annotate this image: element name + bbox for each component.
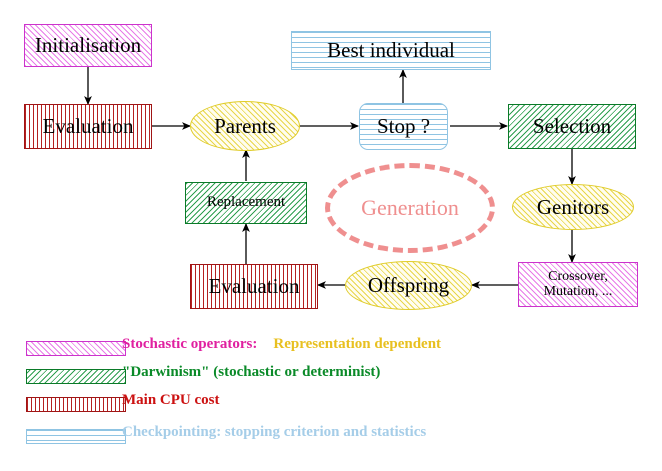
node-crossover-line1: Crossover,	[548, 268, 608, 284]
node-generation-group: Generation	[325, 163, 495, 253]
node-selection[interactable]: Selection	[508, 104, 636, 149]
node-evaluation-bottom-label: Evaluation	[208, 274, 300, 299]
legend-label-darwinism: "Darwinism" (stochastic or determinist)	[122, 364, 381, 380]
legend-row-darwinism: "Darwinism" (stochastic or determinist)	[0, 364, 662, 392]
legend-row-cpu-cost: Main CPU cost	[0, 392, 662, 420]
legend: Stochastic operators: Representation depe…	[0, 336, 662, 448]
legend-swatch-blue-horizontal-hatch-icon	[26, 429, 126, 444]
legend-label-stochastic-secondary: Representation dependent	[273, 336, 442, 352]
legend-swatch-green-diagonal-hatch-icon	[26, 369, 126, 384]
node-offspring[interactable]: Offspring	[345, 261, 472, 310]
node-stop-label: Stop ?	[376, 114, 431, 139]
legend-label-cpu-cost: Main CPU cost	[122, 392, 220, 408]
node-evaluation-bottom[interactable]: Evaluation	[190, 264, 318, 309]
node-parents-label: Parents	[214, 113, 276, 138]
legend-row-stochastic: Stochastic operators: Representation depe…	[0, 336, 662, 364]
node-initialisation-label: Initialisation	[34, 33, 142, 58]
node-genitors-label: Genitors	[536, 194, 610, 219]
node-initialisation[interactable]: Initialisation	[24, 24, 152, 67]
node-parents[interactable]: Parents	[190, 101, 300, 151]
legend-swatch-red-vertical-hatch-icon	[26, 397, 126, 412]
node-genitors[interactable]: Genitors	[512, 184, 634, 230]
legend-label-stochastic-primary: Stochastic operators:	[122, 336, 258, 352]
node-crossover-line2: Mutation, ...	[543, 283, 613, 299]
node-selection-label: Selection	[532, 114, 612, 139]
node-evaluation-top[interactable]: Evaluation	[24, 104, 152, 149]
node-offspring-label: Offspring	[367, 273, 450, 298]
node-replacement-label: Replacement	[206, 194, 286, 211]
legend-label-checkpointing: Checkpointing: stopping criterion and st…	[122, 424, 427, 440]
legend-swatch-magenta-diagonal-hatch-icon	[26, 341, 126, 356]
node-evaluation-top-label: Evaluation	[42, 114, 134, 139]
node-crossover-mutation[interactable]: Crossover, Mutation, ...	[518, 262, 638, 307]
legend-label-stochastic: Stochastic operators: Representation depe…	[122, 336, 441, 353]
node-generation-label: Generation	[361, 195, 459, 220]
node-replacement[interactable]: Replacement	[185, 182, 307, 224]
legend-row-checkpointing: Checkpointing: stopping criterion and st…	[0, 420, 662, 448]
node-best-individual-label: Best individual	[327, 38, 455, 63]
node-best-individual[interactable]: Best individual	[291, 31, 491, 70]
node-stop[interactable]: Stop ?	[359, 103, 448, 150]
